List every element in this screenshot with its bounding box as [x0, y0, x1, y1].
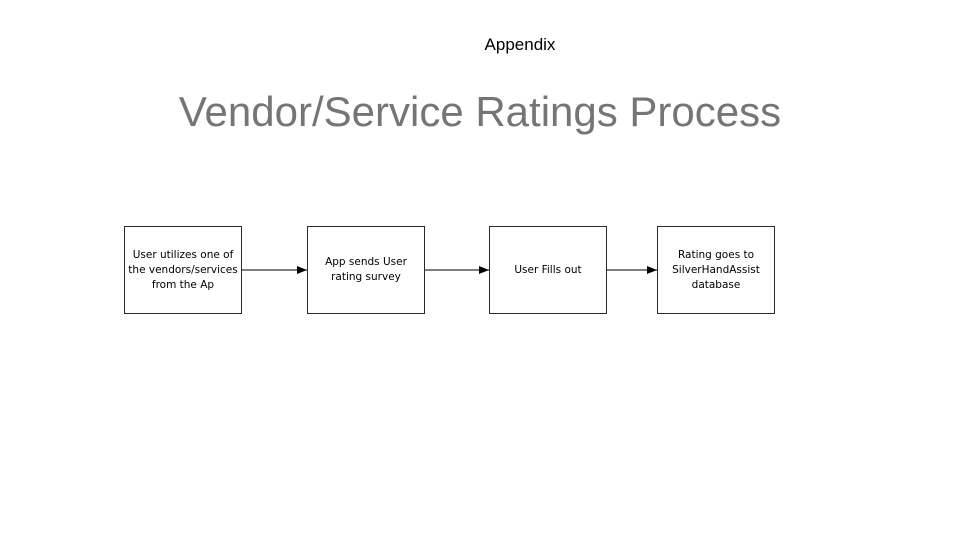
step-line: the vendors/services [128, 263, 238, 276]
step-box-use-vendor: User utilizes one of the vendors/service… [124, 226, 242, 314]
slide-title: Vendor/Service Ratings Process [178, 88, 782, 135]
step-line: User utilizes one of [132, 248, 234, 261]
step-text-send-survey: App sends User rating survey [322, 255, 410, 285]
step-box-send-survey: App sends User rating survey [307, 226, 425, 314]
step-line: rating survey [331, 271, 401, 283]
step-line: App sends User [325, 256, 407, 268]
step-box-database: Rating goes to SilverHandAssist database [657, 226, 775, 314]
section-label: Appendix [484, 35, 556, 54]
step-text-use-vendor: User utilizes one of the vendors/service… [125, 248, 240, 293]
step-line: SilverHandAssist [672, 263, 760, 276]
step-line: Rating goes to [677, 248, 755, 261]
step-box-fill-out: User Fills out [489, 226, 607, 314]
step-text-database: Rating goes to SilverHandAssist database [669, 248, 763, 293]
step-line: User Fills out [514, 263, 582, 276]
step-line: from the Ap [151, 278, 215, 291]
step-text-fill-out: User Fills out [511, 263, 584, 278]
step-line: database [691, 278, 741, 291]
